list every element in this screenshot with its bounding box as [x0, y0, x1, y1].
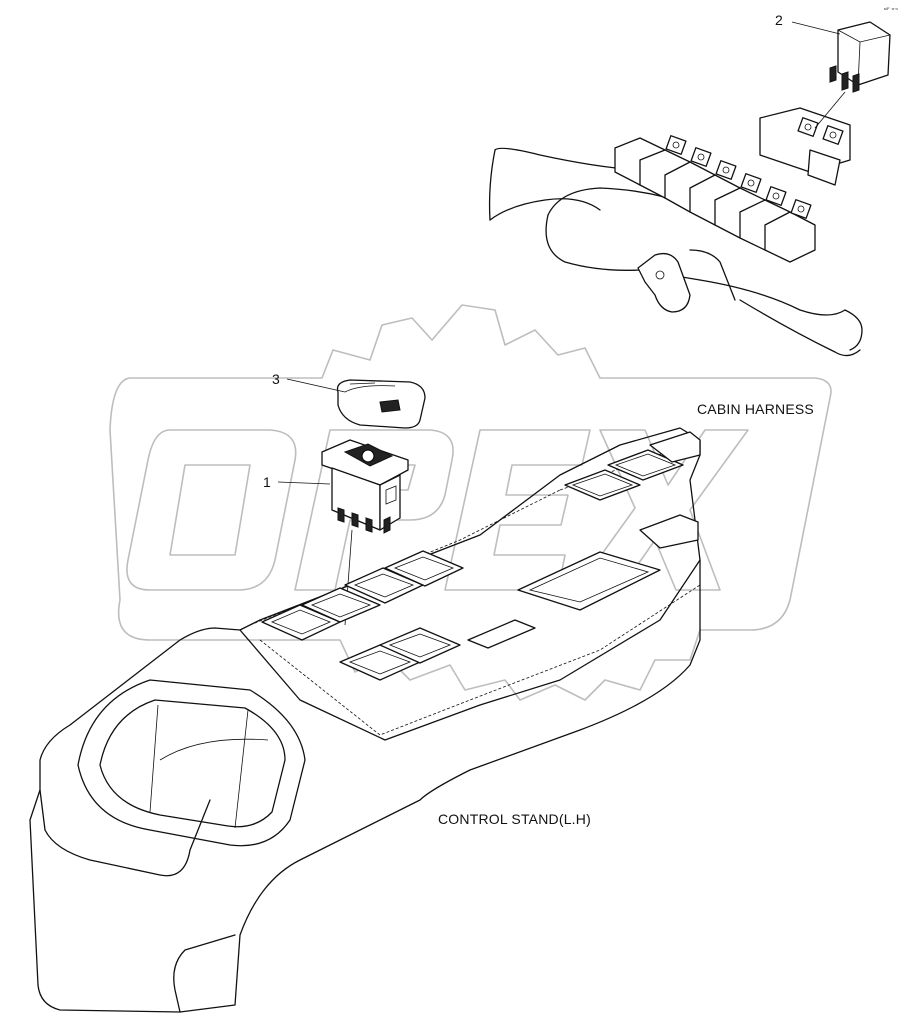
leader-line-2 — [791, 21, 841, 35]
watermark — [109, 304, 832, 701]
connector-block — [614, 107, 851, 263]
callout-1: 1 — [263, 474, 271, 490]
callouts: 2 3 1 — [263, 12, 841, 490]
leader-line-3 — [286, 378, 346, 393]
cabin-harness — [488, 107, 863, 357]
callout-3: 3 — [272, 371, 280, 387]
control-stand-label: CONTROL STAND(L.H) — [438, 811, 591, 827]
harness-tube-bottom — [489, 198, 601, 221]
control-stand — [29, 427, 701, 1013]
harness-clamp — [637, 252, 691, 313]
cup-holder — [77, 679, 306, 847]
corner-code: s/F ·o·o — [884, 6, 899, 11]
callout-2: 2 — [775, 12, 783, 28]
switch-cover-part-3 — [336, 379, 426, 429]
harness-sheath-lower — [545, 214, 701, 281]
control-stand-outline — [29, 427, 701, 1013]
relay-part-2 — [814, 21, 891, 129]
watermark-letters — [126, 429, 749, 591]
leader-line-1 — [277, 481, 331, 485]
watermark-gear-outline — [109, 304, 832, 701]
switch-bays — [261, 431, 701, 681]
cabin-harness-label: CABIN HARNESS — [697, 401, 814, 417]
